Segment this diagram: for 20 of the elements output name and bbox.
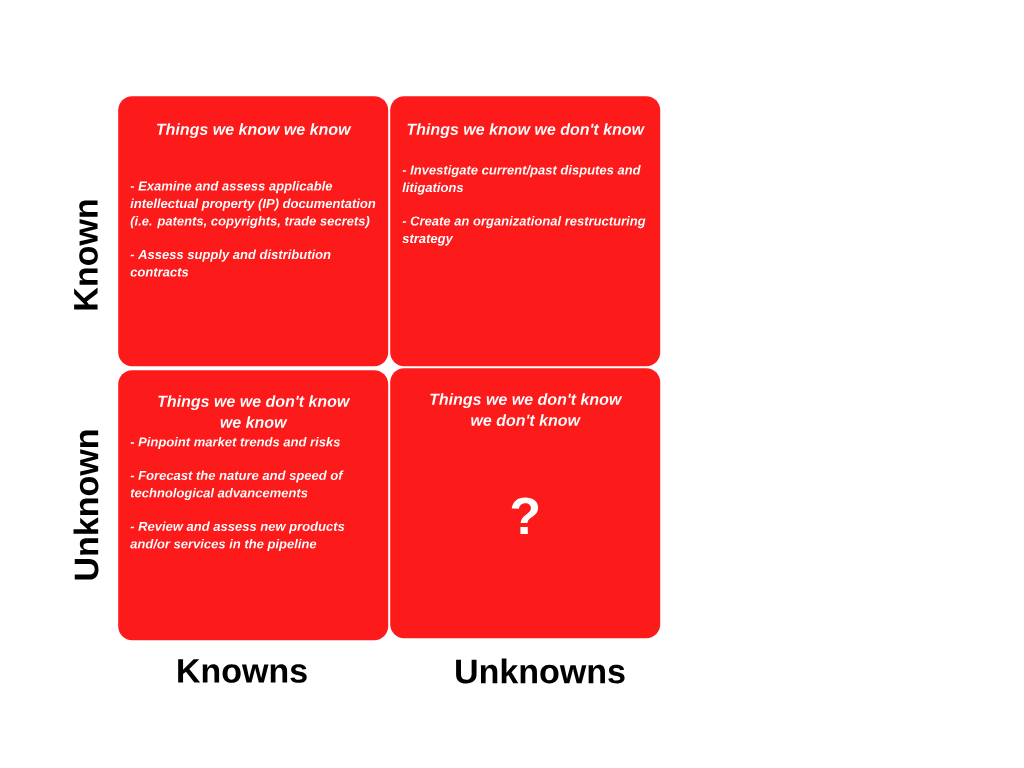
axis-label: Unknown	[73, 430, 99, 580]
bullet-text: - Pinpoint market trends and risks	[130, 436, 340, 450]
quadrant-box	[118, 370, 389, 641]
quadrant-heading: Things we we don't know we know	[158, 395, 351, 428]
axis-label: Known	[74, 200, 98, 310]
bullet-text: - Investigate current/past disputes and litigations	[402, 165, 641, 195]
quadrant-box	[390, 368, 661, 639]
quadrant-heading: Things we know we don't know	[407, 123, 645, 139]
question-mark: ?	[511, 497, 539, 534]
quadrant-heading: Things we we don't know we don't know	[430, 393, 623, 426]
axis-label: Knowns	[178, 659, 307, 683]
bullet-text: - Review and assess new products and/or services in the pipeline	[130, 521, 345, 552]
bullet-text: - Forecast the nature and speed of technological advancements	[130, 470, 344, 501]
quadrant-box	[390, 96, 661, 367]
axis-label: Unknowns	[456, 658, 625, 684]
bullet-text: - Assess supply and distribution contracts	[130, 249, 331, 277]
bullet-text: - Examine and assess applicable intellectual property (IP) documentation (i.e. patents, copyrights, trade secrets)	[130, 181, 376, 229]
quadrant-box	[118, 96, 389, 367]
quadrant-heading: Things we know we know	[157, 123, 352, 139]
bullet-text: - Create an organizational restructuring strategy	[402, 216, 646, 246]
